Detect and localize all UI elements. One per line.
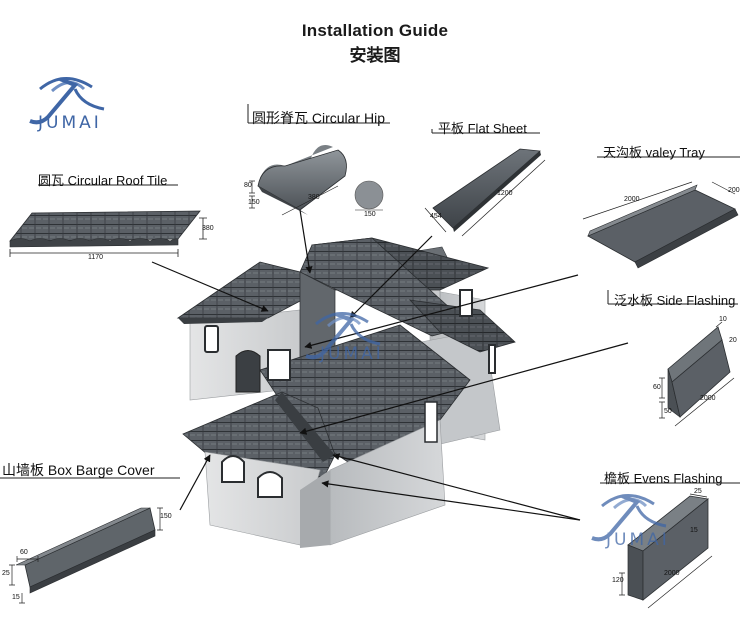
dim-evens-mid: 15 bbox=[690, 527, 698, 534]
dim-evens-height: 120 bbox=[612, 577, 624, 584]
leader-arrows bbox=[151, 209, 629, 521]
dim-valley-length: 2000 bbox=[624, 196, 640, 203]
dim-roof-tile-height: 380 bbox=[202, 225, 214, 232]
dim-side-flashing-top: 10 bbox=[719, 316, 727, 323]
dim-barge-height: 150 bbox=[160, 513, 172, 520]
flat-sheet-drawing bbox=[424, 148, 546, 237]
dim-flat-sheet-width: 454 bbox=[430, 213, 442, 220]
jumai-logo-watermark-2: JUMAI bbox=[582, 482, 687, 552]
page-title-chinese: 安装图 bbox=[349, 46, 401, 66]
circular-hip-drawing bbox=[249, 145, 384, 216]
evens-flashing-drawing bbox=[619, 493, 713, 609]
side-flashing-drawing bbox=[659, 321, 735, 427]
jumai-logo-watermark: JUMAI bbox=[296, 300, 401, 370]
logo-text: JUMAI bbox=[38, 113, 102, 133]
dim-valley-width: 200 bbox=[728, 187, 740, 194]
dim-side-flashing-length: 2000 bbox=[700, 395, 716, 402]
evens-flashing-label: 檐板 Evens Flashing bbox=[604, 471, 723, 486]
logo-text: JUMAI bbox=[320, 344, 384, 364]
house-illustration bbox=[176, 237, 516, 548]
dim-hip-width: 150 bbox=[248, 199, 260, 206]
dim-hip-height: 80 bbox=[244, 182, 252, 189]
dim-barge-top: 60 bbox=[20, 549, 28, 556]
page-title: Installation Guide bbox=[301, 21, 449, 40]
dim-side-flashing-lower: 50 bbox=[664, 408, 672, 415]
jumai-logo-mark bbox=[305, 312, 381, 360]
dim-side-flashing-flange: 20 bbox=[729, 337, 737, 344]
jumai-logo-mark bbox=[591, 494, 667, 542]
circular-roof-tile-drawing bbox=[9, 210, 207, 257]
box-barge-cover-label: 山墙板 Box Barge Cover bbox=[2, 462, 155, 478]
dim-barge-lip: 25 bbox=[2, 570, 10, 577]
box-barge-cover-drawing bbox=[9, 507, 163, 604]
circular-hip-label: 圆形脊瓦 Circular Hip bbox=[252, 110, 386, 126]
dim-evens-top: 25 bbox=[694, 488, 702, 495]
dim-flat-sheet-length: 1200 bbox=[497, 190, 513, 197]
dim-roof-tile-width: 1170 bbox=[88, 254, 104, 261]
valley-tray-drawing bbox=[582, 181, 739, 269]
dim-side-flashing-height: 60 bbox=[653, 384, 661, 391]
side-flashing-label: 泛水板 Side Flashing bbox=[614, 293, 736, 308]
dim-hip-diameter: 150 bbox=[364, 211, 376, 218]
valley-tray-label: 天沟板 valey Tray bbox=[603, 145, 705, 160]
jumai-logo: JUMAI bbox=[20, 65, 125, 135]
dim-barge-bottom: 15 bbox=[12, 594, 20, 601]
dim-evens-length: 2000 bbox=[664, 570, 680, 577]
dim-hip-length: 380 bbox=[308, 194, 320, 201]
flat-sheet-label: 平板 Flat Sheet bbox=[438, 121, 527, 136]
circular-roof-tile-label: 圆瓦 Circular Roof Tile bbox=[38, 173, 168, 188]
jumai-logo-mark bbox=[29, 77, 105, 125]
label-rules bbox=[0, 104, 740, 484]
logo-text: JUMAI bbox=[606, 530, 670, 550]
